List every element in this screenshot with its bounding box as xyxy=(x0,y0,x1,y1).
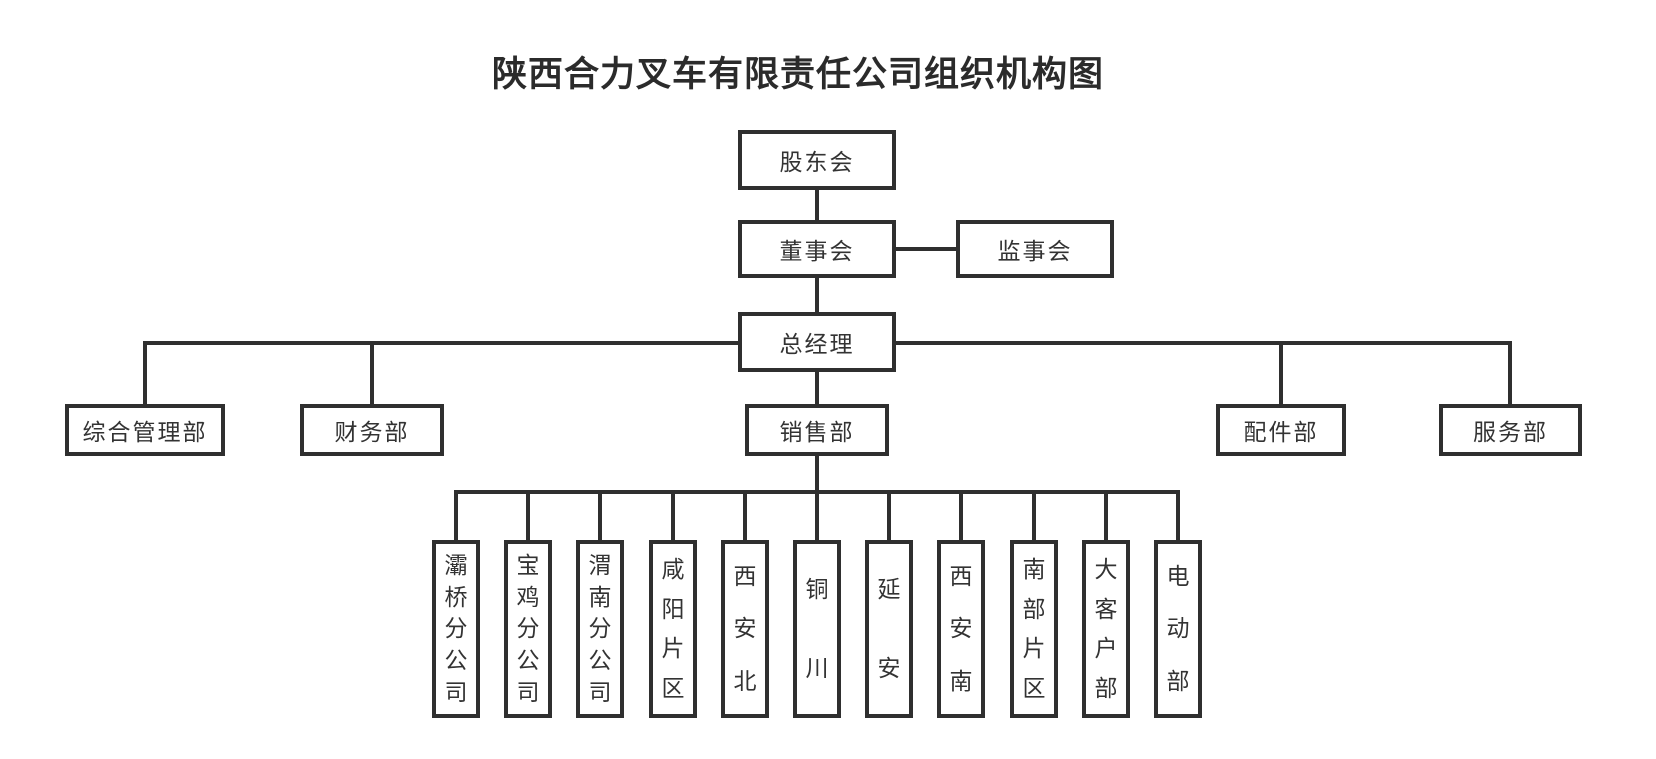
org-node-dept-finance: 财务部 xyxy=(300,404,444,456)
connector-shareholders-board xyxy=(815,190,819,222)
connector-gm-right-horizontal xyxy=(894,341,1512,345)
org-node-branch-yanan: 延安 xyxy=(865,540,913,718)
org-node-branch-xianyang: 咸阳片区 xyxy=(649,540,697,718)
org-node-branch-weinan: 渭南分公司 xyxy=(576,540,624,718)
chart-title: 陕西合力叉车有限责任公司组织机构图 xyxy=(491,55,1104,94)
org-node-branch-electric: 电动部 xyxy=(1154,540,1202,718)
org-node-branch-key-accounts: 大客户部 xyxy=(1082,540,1130,718)
org-node-general-manager: 总经理 xyxy=(738,312,896,372)
org-node-branch-tongchuan: 铜川 xyxy=(793,540,841,718)
connector-gm-sales xyxy=(815,372,819,406)
org-node-branch-baqiao: 灞桥分公司 xyxy=(432,540,480,718)
connector-drop-branch-11 xyxy=(1176,490,1180,542)
connector-drop-branch-7 xyxy=(887,490,891,542)
org-node-dept-service: 服务部 xyxy=(1439,404,1582,456)
org-node-branch-baoji: 宝鸡分公司 xyxy=(504,540,552,718)
org-node-branch-xian-south: 西安南 xyxy=(937,540,985,718)
connector-drop-branch-2 xyxy=(526,490,530,542)
connector-sales-bus xyxy=(815,454,819,494)
connector-drop-service xyxy=(1508,341,1512,404)
connector-gm-left-horizontal xyxy=(143,341,742,345)
org-node-branch-south-area: 南部片区 xyxy=(1010,540,1058,718)
org-node-board-of-directors: 董事会 xyxy=(738,220,896,278)
connector-drop-finance xyxy=(370,341,374,404)
connector-drop-branch-4 xyxy=(671,490,675,542)
org-node-shareholders-meeting: 股东会 xyxy=(738,130,896,190)
connector-drop-branch-10 xyxy=(1104,490,1108,542)
org-node-dept-admin: 综合管理部 xyxy=(65,404,225,456)
connector-drop-branch-1 xyxy=(454,490,458,542)
connector-board-supervisory xyxy=(896,247,958,251)
org-node-branch-xian-north: 西安北 xyxy=(721,540,769,718)
connector-drop-branch-5 xyxy=(743,490,747,542)
connector-drop-branch-6 xyxy=(815,490,819,542)
connector-drop-branch-3 xyxy=(598,490,602,542)
connector-board-gm xyxy=(815,278,819,314)
connector-drop-branch-9 xyxy=(1032,490,1036,542)
org-node-supervisory-board: 监事会 xyxy=(956,220,1114,278)
connector-drop-parts xyxy=(1279,341,1283,404)
connector-drop-admin xyxy=(143,341,147,404)
connector-drop-branch-8 xyxy=(959,490,963,542)
org-node-dept-sales: 销售部 xyxy=(745,404,889,456)
org-node-dept-parts: 配件部 xyxy=(1216,404,1346,456)
